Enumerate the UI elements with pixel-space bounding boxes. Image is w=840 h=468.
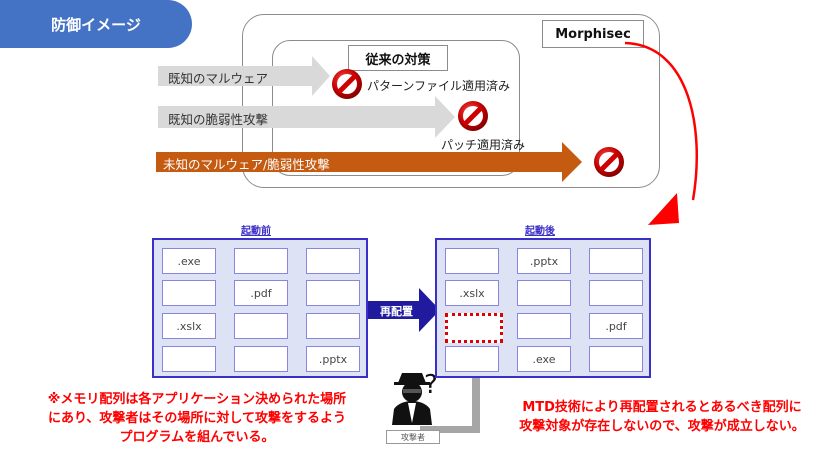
threat-arrow-known-malware (158, 56, 330, 96)
morphisec-label-text: Morphisec (555, 26, 631, 42)
threat-arrow-known-vuln (158, 96, 455, 138)
memory-cell (445, 346, 499, 372)
memory-cell (589, 280, 643, 306)
prohibited-icon (458, 101, 488, 131)
attacker-label-text: 攻撃者 (401, 432, 425, 442)
memory-cell (589, 346, 643, 372)
attacker-label: 攻撃者 (386, 430, 440, 444)
page-title-text: 防御イメージ (51, 15, 141, 34)
memory-cell (306, 248, 360, 274)
prohibited-icon (332, 69, 362, 99)
memory-cell (445, 248, 499, 274)
page-title: 防御イメージ (0, 0, 192, 48)
attack-target-cell (445, 313, 503, 343)
relocate-arrow (364, 288, 440, 332)
memory-cell: .pdf (234, 280, 288, 306)
memory-cell (234, 248, 288, 274)
left-explanation-line: プログラムを組んでいる。 (119, 430, 275, 445)
memory-cell (589, 248, 643, 274)
threat-arrow-unknown (156, 142, 582, 182)
memory-cell: .xslx (445, 280, 499, 306)
relocate-label: 再配置 (380, 305, 413, 318)
memory-cell (517, 313, 571, 339)
patch-note: パッチ適用済み (441, 138, 526, 152)
pattern-file-note: パターンファイル適用済み (367, 79, 511, 93)
memory-cell: .pdf (589, 313, 643, 339)
memory-cell (306, 313, 360, 339)
memory-cell (234, 313, 288, 339)
threat-label-known-malware: 既知のマルウェア (168, 71, 269, 86)
conventional-label-text: 従来の対策 (365, 52, 431, 68)
right-explanation-line: MTD技術により再配置されるとあるべき配列に (522, 400, 802, 415)
memory-cell: .pptx (517, 248, 571, 274)
memory-cell: .pptx (306, 346, 360, 372)
memory-cell: .xslx (162, 313, 216, 339)
morphisec-curve-arrowhead (648, 193, 679, 225)
left-explanation-line: にあり、攻撃者はその場所に対して攻撃をするよう (47, 411, 347, 426)
threat-label-unknown: 未知のマルウェア/脆弱性攻撃 (163, 157, 330, 172)
prohibited-icon (594, 147, 624, 177)
conventional-label: 従来の対策 (348, 45, 448, 71)
threat-label-known-vuln: 既知の脆弱性攻撃 (168, 112, 269, 127)
memory-cell (234, 346, 288, 372)
question-mark-icon: ? (424, 370, 438, 400)
memory-cell: .exe (517, 346, 571, 372)
right-explanation-line: 攻撃対象が存在しないので、攻撃が成立しない。 (519, 419, 805, 434)
right-explanation: MTD技術により再配置されるとあるべき配列に 攻撃対象が存在しないので、攻撃が成… (492, 398, 832, 436)
attacker-icon (392, 373, 432, 425)
memory-cell (306, 280, 360, 306)
memory-after-title: 起動後 (525, 226, 555, 237)
memory-before-box: .exe .pdf .xslx .pptx (152, 238, 368, 378)
memory-cell (162, 346, 216, 372)
memory-before-title: 起動前 (241, 226, 271, 237)
memory-cell (517, 280, 571, 306)
memory-cell (162, 280, 216, 306)
memory-after-box: .pptx .xslx .pdf .exe (435, 238, 651, 378)
left-explanation-line: ※メモリ配列は各アプリケーション決められた場所 (47, 392, 347, 407)
left-explanation: ※メモリ配列は各アプリケーション決められた場所 にあり、攻撃者はその場所に対して… (22, 390, 372, 447)
memory-cell: .exe (162, 248, 216, 274)
morphisec-protection-box (242, 14, 660, 188)
morphisec-curve-arrow (624, 41, 699, 201)
